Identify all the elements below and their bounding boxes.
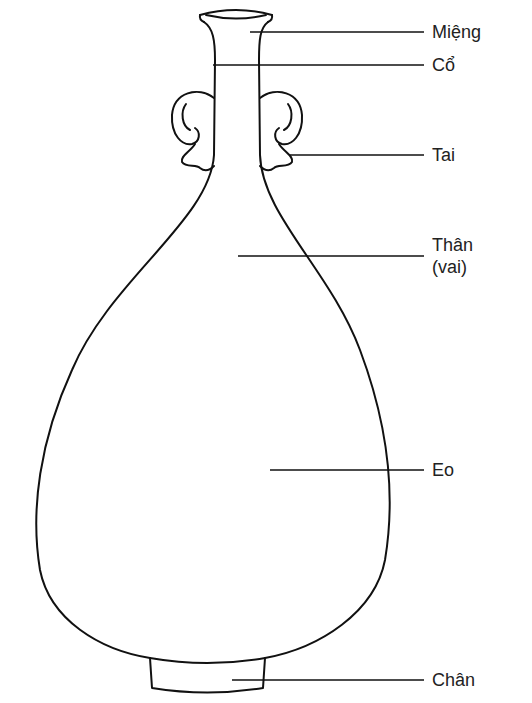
vase-body-left <box>36 22 215 658</box>
part-label: Eo <box>432 459 454 481</box>
part-label: Miệng <box>432 21 481 43</box>
vase-ear-right <box>260 92 302 144</box>
vase-mouth <box>200 10 272 15</box>
leader-line <box>213 64 424 66</box>
vase-lip <box>200 15 204 22</box>
leader-line <box>290 154 424 156</box>
part-label: Chân <box>432 669 475 691</box>
vase-lip <box>268 15 272 22</box>
leader-line <box>238 255 424 257</box>
vase-ear-left <box>172 92 214 144</box>
vase-ear-left-base <box>182 144 214 170</box>
vase-mouth-inner <box>206 15 266 19</box>
vase-foot <box>150 658 265 693</box>
vase-foot-top <box>150 658 265 663</box>
leader-line <box>232 679 424 681</box>
leader-line <box>270 469 424 471</box>
vase-ear-right-base <box>260 144 292 170</box>
vase-ear-left-inner <box>183 104 190 130</box>
vase-ear-right-inner <box>284 104 291 130</box>
leader-line <box>250 31 424 33</box>
part-label: Tai <box>432 144 455 166</box>
part-label: Cổ <box>432 54 455 76</box>
part-label: Thân (vai) <box>432 234 492 278</box>
vase-body-right <box>259 22 390 658</box>
